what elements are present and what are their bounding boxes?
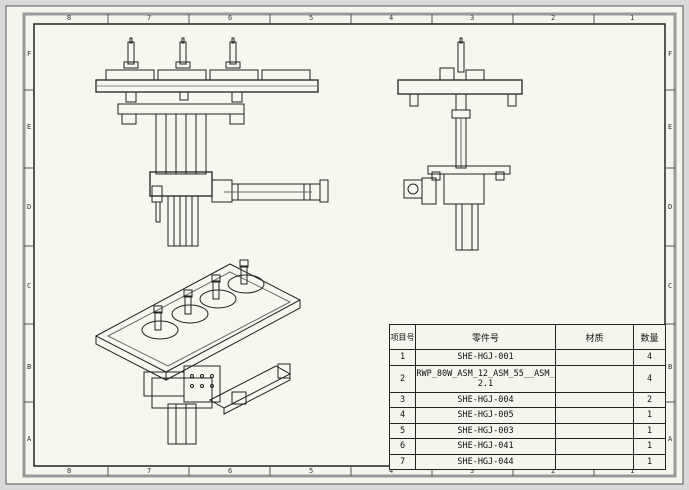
ruler-bottom-label: 6 xyxy=(228,467,233,475)
bom-cell-part: SHE-HGJ-001 xyxy=(415,349,556,366)
bom-header-no: 项目号 xyxy=(389,324,416,350)
ruler-left-label: E xyxy=(27,123,32,131)
ruler-bottom-label: 7 xyxy=(147,467,152,475)
bom-row: 2 RWP_80W_ASM_12_ASM_55__ASM_2.1 4 xyxy=(389,364,666,393)
bom-cell-no: 2 xyxy=(389,364,416,393)
bom-table: 项目号 零件号 材质 数量 1 SHE-HGJ-001 4 2 RWP_80W_… xyxy=(389,324,666,470)
bom-cell-no: 6 xyxy=(389,438,416,455)
bom-cell-qty: 2 xyxy=(633,391,666,408)
ruler-top-label: 3 xyxy=(470,14,475,22)
zone-ticks xyxy=(24,14,675,476)
front-view xyxy=(95,37,329,247)
front-view-pins xyxy=(123,37,241,69)
ruler-left-label: A xyxy=(27,435,32,443)
ruler-top-label: 1 xyxy=(630,14,635,22)
bom-cell-no: 5 xyxy=(389,422,416,439)
bom-cell-qty: 1 xyxy=(633,422,666,439)
ruler-bottom-label: 3 xyxy=(470,467,475,475)
bom-cell-material xyxy=(555,438,634,455)
bom-cell-qty: 4 xyxy=(633,349,666,366)
bom-header-part: 零件号 xyxy=(415,324,556,350)
ruler-right-label: A xyxy=(668,435,673,443)
bom-cell-part: SHE-HGJ-044 xyxy=(415,453,556,470)
bom-row: 4 SHE-HGJ-005 1 xyxy=(389,407,666,424)
ruler-top-label: 7 xyxy=(147,14,152,22)
bom-header-row: 项目号 零件号 材质 数量 xyxy=(389,324,666,350)
ruler-left-label: C xyxy=(27,282,32,290)
bom-cell-material xyxy=(555,422,634,439)
ruler-right-label: F xyxy=(668,50,673,58)
ruler-bottom-label: 1 xyxy=(630,467,635,475)
bom-cell-part: SHE-HGJ-003 xyxy=(415,422,556,439)
bom-row: 7 SHE-HGJ-044 1 xyxy=(389,453,666,470)
bom-cell-qty: 4 xyxy=(633,364,666,393)
bom-row: 3 SHE-HGJ-004 2 xyxy=(389,391,666,408)
bom-cell-no: 4 xyxy=(389,407,416,424)
bom-cell-part: SHE-HGJ-005 xyxy=(415,407,556,424)
bom-cell-no: 7 xyxy=(389,453,416,470)
ruler-top-label: 2 xyxy=(551,14,556,22)
bom-row: 6 SHE-HGJ-041 1 xyxy=(389,438,666,455)
ruler-top-label: 5 xyxy=(309,14,314,22)
bom-cell-no: 1 xyxy=(389,349,416,366)
bom-cell-qty: 1 xyxy=(633,407,666,424)
ruler-right-label: D xyxy=(668,203,673,211)
ruler-left-label: B xyxy=(27,363,32,371)
bom-cell-material xyxy=(555,391,634,408)
bom-cell-no: 3 xyxy=(389,391,416,408)
ruler-right-label: E xyxy=(668,123,673,131)
bom-cell-material xyxy=(555,364,634,393)
zone-frame-outer xyxy=(22,12,677,478)
bom-row: 5 SHE-HGJ-003 1 xyxy=(389,422,666,439)
side-view xyxy=(397,37,523,251)
bom-cell-part: RWP_80W_ASM_12_ASM_55__ASM_2.1 xyxy=(415,364,556,393)
bom-cell-qty: 1 xyxy=(633,453,666,470)
ruler-bottom-label: 4 xyxy=(389,467,394,475)
ruler-bottom-label: 2 xyxy=(551,467,556,475)
ruler-left-label: D xyxy=(27,203,32,211)
bom-cell-part: SHE-HGJ-041 xyxy=(415,438,556,455)
ruler-right-label: C xyxy=(668,282,673,290)
ruler-top-label: 8 xyxy=(67,14,72,22)
bom-cell-qty: 1 xyxy=(633,438,666,455)
ruler-bottom-label: 5 xyxy=(309,467,314,475)
bom-cell-material xyxy=(555,453,634,470)
ruler-left-label: F xyxy=(27,50,32,58)
ruler-top-label: 6 xyxy=(228,14,233,22)
ruler-right-label: B xyxy=(668,363,673,371)
bom-cell-part: SHE-HGJ-004 xyxy=(415,391,556,408)
bom-cell-material xyxy=(555,407,634,424)
bom-header-qty: 数量 xyxy=(633,324,666,350)
bom-header-material: 材质 xyxy=(555,324,634,350)
ruler-bottom-label: 8 xyxy=(67,467,72,475)
bom-cell-material xyxy=(555,349,634,366)
ruler-top-label: 4 xyxy=(389,14,394,22)
isometric-view xyxy=(94,259,302,445)
bom-row: 1 SHE-HGJ-001 4 xyxy=(389,349,666,366)
